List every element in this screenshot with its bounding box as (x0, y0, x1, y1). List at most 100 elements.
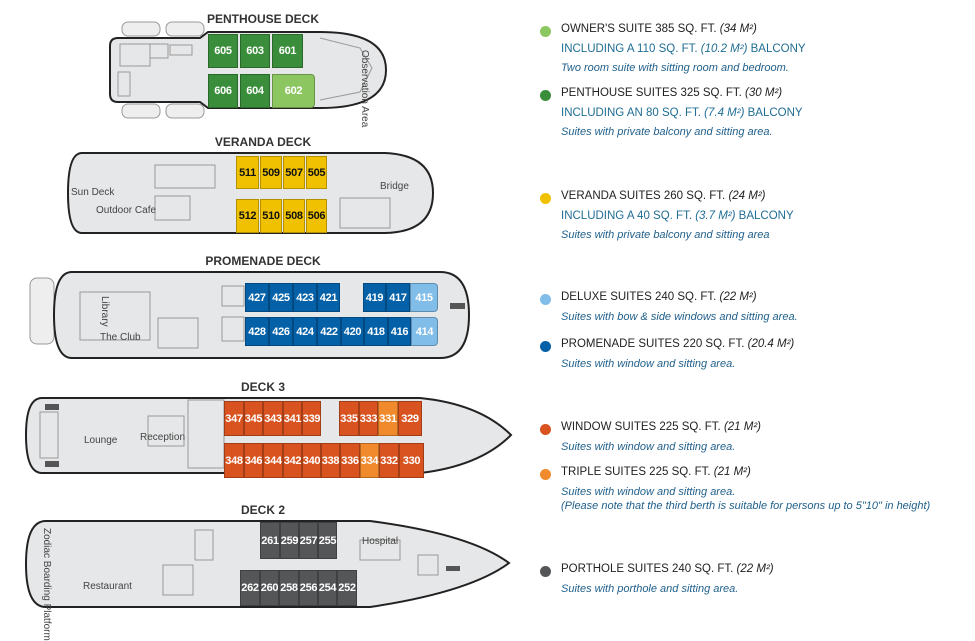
cabin-341[interactable]: 341 (283, 401, 302, 436)
cabin-418[interactable]: 418 (364, 317, 388, 346)
cabin-512[interactable]: 512 (236, 199, 259, 233)
cabin-606[interactable]: 606 (208, 74, 238, 108)
balcony-size-text: INCLUDING AN 80 SQ. FT. (561, 107, 705, 119)
suite-size: VERANDA SUITES 260 SQ. FT. (561, 190, 729, 202)
suite-description: Suites with bow & side windows and sitti… (561, 311, 798, 323)
cabin-334[interactable]: 334 (360, 443, 379, 478)
suite-description: Suites with private balcony and sitting … (561, 126, 773, 138)
cabin-427[interactable]: 427 (245, 283, 269, 312)
cabin-331[interactable]: 331 (378, 401, 398, 436)
cabin-256[interactable]: 256 (299, 570, 318, 606)
veranda-deck-hull (66, 152, 435, 234)
suite-description: Suites with window and sitting area. (561, 358, 736, 370)
cabin-509[interactable]: 509 (260, 156, 282, 189)
cabin-346[interactable]: 346 (244, 443, 263, 478)
balcony-size-metric: (10.2 M²) (700, 43, 748, 55)
suite-size-metric: (34 M²) (719, 23, 757, 35)
area-label: Observation Area (359, 50, 370, 128)
cabin-257[interactable]: 257 (299, 522, 318, 559)
cabin-343[interactable]: 343 (263, 401, 283, 436)
cabin-262[interactable]: 262 (240, 570, 260, 606)
cabin-510[interactable]: 510 (260, 199, 282, 233)
cabin-329[interactable]: 329 (398, 401, 422, 436)
suite-title: VERANDA SUITES 260 SQ. FT. (24 M²) (561, 190, 766, 202)
cabin-345[interactable]: 345 (244, 401, 263, 436)
cabin-336[interactable]: 336 (340, 443, 360, 478)
cabin-428[interactable]: 428 (245, 317, 269, 346)
cabin-426[interactable]: 426 (269, 317, 293, 346)
cabin-335[interactable]: 335 (339, 401, 359, 436)
cabin-505[interactable]: 505 (306, 156, 327, 189)
color-swatch-dot (540, 566, 551, 577)
cabin-417[interactable]: 417 (386, 283, 410, 312)
cabin-260[interactable]: 260 (260, 570, 279, 606)
suite-title: PROMENADE SUITES 220 SQ. FT. (20.4 M²) (561, 338, 794, 350)
cabin-425[interactable]: 425 (269, 283, 293, 312)
deck-2-hull (24, 520, 511, 608)
color-swatch-dot (540, 90, 551, 101)
cabin-423[interactable]: 423 (293, 283, 317, 312)
cabin-603[interactable]: 603 (240, 34, 270, 68)
balcony-label: BALCONY (735, 210, 794, 222)
cabin-342[interactable]: 342 (283, 443, 302, 478)
cabin-333[interactable]: 333 (359, 401, 378, 436)
cabin-332[interactable]: 332 (379, 443, 399, 478)
area-label: Zodiac Boarding Platform (41, 528, 52, 641)
area-label: Reception (140, 432, 186, 443)
suite-title: PORTHOLE SUITES 240 SQ. FT. (22 M²) (561, 563, 774, 575)
balcony-size: INCLUDING AN 80 SQ. FT. (7.4 M²) BALCONY (561, 107, 803, 119)
cabin-508[interactable]: 508 (283, 199, 305, 233)
cabin-415[interactable]: 415 (410, 283, 438, 312)
cabin-419[interactable]: 419 (363, 283, 386, 312)
cabin-252[interactable]: 252 (337, 570, 357, 606)
cabin-261[interactable]: 261 (260, 522, 280, 559)
suite-size-metric: (21 M²) (723, 421, 761, 433)
cabin-254[interactable]: 254 (318, 570, 337, 606)
cabin-420[interactable]: 420 (341, 317, 364, 346)
suite-size-metric: (20.4 M²) (747, 338, 795, 350)
cabin-347[interactable]: 347 (224, 401, 244, 436)
cabin-338[interactable]: 338 (321, 443, 340, 478)
cabin-255[interactable]: 255 (318, 522, 337, 559)
cabin-506[interactable]: 506 (306, 199, 327, 233)
balcony-size-metric: (3.7 M²) (695, 210, 736, 222)
cabin-339[interactable]: 339 (302, 401, 321, 436)
deck-title: DECK 2 (240, 503, 286, 517)
cabin-421[interactable]: 421 (317, 283, 340, 312)
suite-size-metric: (22 M²) (736, 563, 774, 575)
cabin-602[interactable]: 602 (272, 74, 315, 108)
deck-title: VERANDA DECK (214, 135, 312, 149)
suite-size: TRIPLE SUITES 225 SQ. FT. (561, 466, 714, 478)
cabin-330[interactable]: 330 (399, 443, 424, 478)
area-label: The Club (100, 332, 141, 343)
cabin-605[interactable]: 605 (208, 34, 238, 68)
cabin-601[interactable]: 601 (272, 34, 303, 68)
suite-description: Suites with porthole and sitting area. (561, 583, 739, 595)
suite-size-metric: (22 M²) (719, 291, 757, 303)
cabin-259[interactable]: 259 (280, 522, 299, 559)
area-label: Hospital (362, 536, 399, 547)
suite-description: Two room suite with sitting room and bed… (561, 62, 789, 74)
cabin-422[interactable]: 422 (317, 317, 341, 346)
color-swatch-dot (540, 341, 551, 352)
suite-size: DELUXE SUITES 240 SQ. FT. (561, 291, 720, 303)
cabin-604[interactable]: 604 (240, 74, 270, 108)
cabin-348[interactable]: 348 (224, 443, 244, 478)
suite-title: OWNER'S SUITE 385 SQ. FT. (34 M²) (561, 23, 757, 35)
cabin-507[interactable]: 507 (283, 156, 305, 189)
deck-title: PENTHOUSE DECK (206, 12, 320, 26)
area-label: Sun Deck (71, 187, 115, 198)
color-swatch-dot (540, 193, 551, 204)
balcony-size-text: INCLUDING A 40 SQ. FT. (561, 210, 696, 222)
cabin-511[interactable]: 511 (236, 156, 259, 189)
cabin-414[interactable]: 414 (411, 317, 438, 346)
balcony-label: BALCONY (744, 107, 803, 119)
cabin-258[interactable]: 258 (279, 570, 299, 606)
cabin-424[interactable]: 424 (293, 317, 317, 346)
cabin-340[interactable]: 340 (302, 443, 321, 478)
balcony-size: INCLUDING A 110 SQ. FT. (10.2 M²) BALCON… (561, 43, 806, 55)
suite-size-metric: (24 M²) (728, 190, 766, 202)
cabin-344[interactable]: 344 (263, 443, 283, 478)
suite-title: TRIPLE SUITES 225 SQ. FT. (21 M²) (561, 466, 751, 478)
cabin-416[interactable]: 416 (388, 317, 411, 346)
